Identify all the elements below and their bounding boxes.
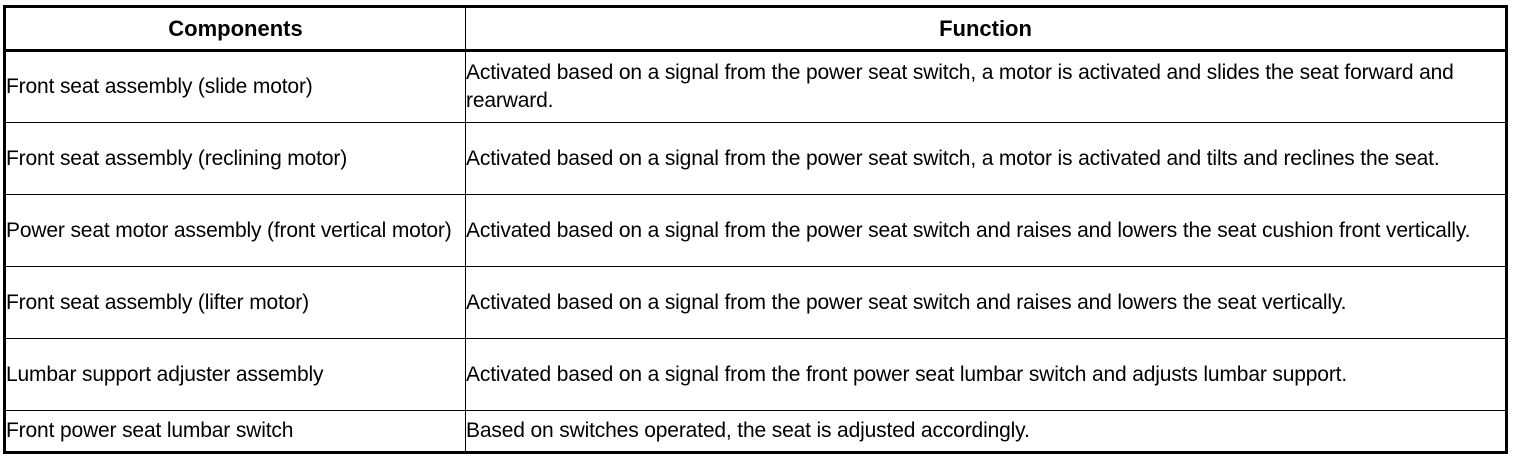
table-row: Lumbar support adjuster assembly Activat…: [4, 338, 1507, 411]
component-name: Front power seat lumbar switch: [6, 419, 294, 443]
table-row: Front seat assembly (slide motor) Activa…: [4, 50, 1507, 123]
cell-component: Front power seat lumbar switch: [4, 410, 466, 453]
cell-component: Power seat motor assembly (front vertica…: [4, 194, 466, 267]
spec-table-container: Components Function Front seat assembly …: [3, 5, 1508, 454]
components-function-table: Components Function Front seat assembly …: [3, 5, 1508, 454]
cell-component: Lumbar support adjuster assembly: [4, 338, 466, 411]
cell-function: Activated based on a signal from the pow…: [465, 194, 1507, 267]
table-header-row: Components Function: [4, 6, 1507, 52]
function-description: Activated based on a signal from the fro…: [466, 362, 1348, 386]
component-name: Front seat assembly (lifter motor): [6, 290, 309, 314]
cell-function: Activated based on a signal from the pow…: [465, 266, 1507, 339]
table-header: Components Function: [4, 6, 1507, 52]
column-header-function-label: Function: [939, 15, 1032, 41]
function-description: Activated based on a signal from the pow…: [466, 61, 1454, 112]
column-header-function: Function: [465, 6, 1507, 52]
component-name: Lumbar support adjuster assembly: [6, 362, 324, 386]
function-description: Activated based on a signal from the pow…: [466, 146, 1440, 170]
cell-function: Activated based on a signal from the fro…: [465, 338, 1507, 411]
function-description: Based on switches operated, the seat is …: [466, 419, 1030, 443]
column-header-components: Components: [4, 6, 466, 52]
column-header-components-label: Components: [168, 15, 303, 41]
cell-function: Activated based on a signal from the pow…: [465, 122, 1507, 195]
cell-function: Activated based on a signal from the pow…: [465, 50, 1507, 123]
function-description: Activated based on a signal from the pow…: [466, 290, 1347, 314]
component-name: Front seat assembly (slide motor): [6, 75, 313, 99]
table-row: Front seat assembly (lifter motor) Activ…: [4, 266, 1507, 339]
table-row: Front seat assembly (reclining motor) Ac…: [4, 122, 1507, 195]
component-name: Power seat motor assembly (front vertica…: [6, 218, 452, 242]
cell-component: Front seat assembly (reclining motor): [4, 122, 466, 195]
table-row: Power seat motor assembly (front vertica…: [4, 194, 1507, 267]
component-name: Front seat assembly (reclining motor): [6, 146, 348, 170]
cell-component: Front seat assembly (slide motor): [4, 50, 466, 123]
function-description: Activated based on a signal from the pow…: [466, 218, 1471, 242]
table-body: Front seat assembly (slide motor) Activa…: [4, 50, 1507, 453]
cell-component: Front seat assembly (lifter motor): [4, 266, 466, 339]
table-row: Front power seat lumbar switch Based on …: [4, 410, 1507, 453]
cell-function: Based on switches operated, the seat is …: [465, 410, 1507, 453]
